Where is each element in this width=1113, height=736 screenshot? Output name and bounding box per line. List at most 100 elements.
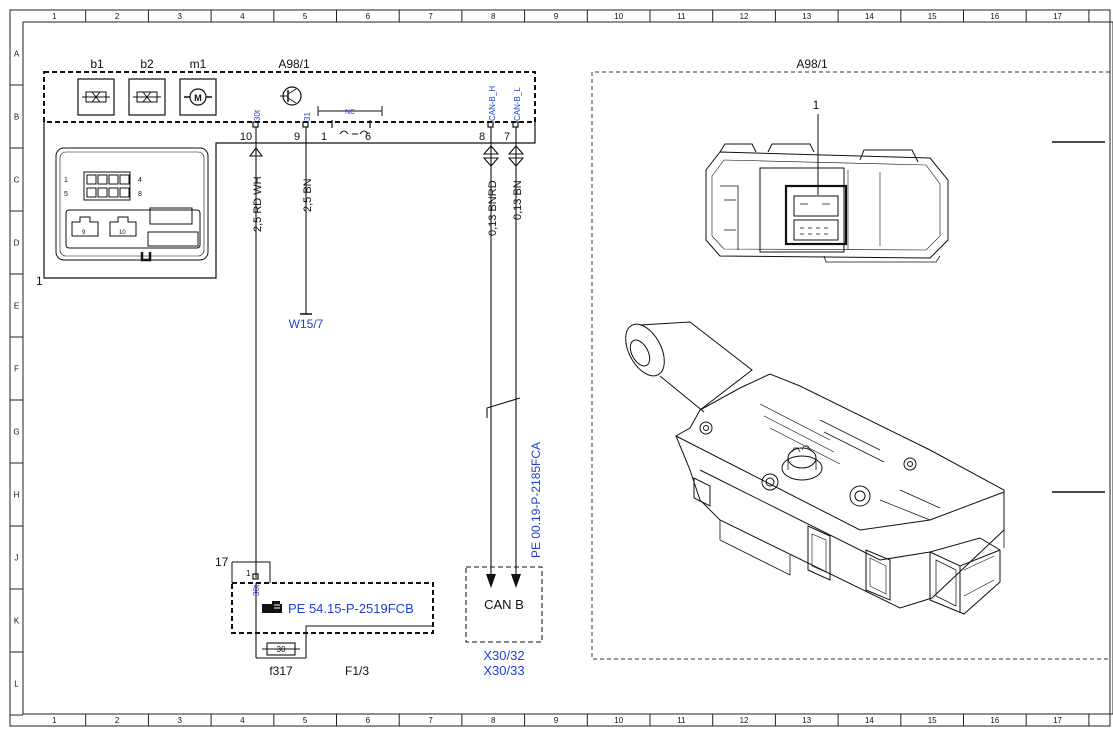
grid-column-label: 8 (491, 716, 496, 725)
grid-row-label: J (15, 554, 19, 563)
fuse-document-reference-link[interactable]: PE 54.15-P-2519FCB (288, 601, 414, 616)
switch-b2-icon (128, 78, 166, 116)
fuse-box-number: 17 (215, 555, 229, 569)
component-title-left: A98/1 (278, 57, 310, 71)
wire-label-can-bn: 0,13 BN (512, 180, 524, 220)
grid-column-label: 3 (178, 12, 183, 21)
wire-label-rdwh: 2,5 RD WH (252, 176, 264, 232)
grid-column-label: 10 (614, 716, 623, 725)
grid-column-label: 6 (366, 716, 371, 725)
grid-column-label: 2 (115, 12, 120, 21)
grid-column-label: 9 (554, 12, 559, 21)
pin-9-signal: 31 (303, 112, 312, 121)
grid-row-label: D (14, 239, 20, 248)
component-reference-number: 1 (36, 274, 43, 288)
fuse-block-name: F1/3 (345, 664, 369, 678)
grid-column-label: 14 (865, 12, 874, 21)
conn-pin-label-1: 1 (64, 177, 68, 184)
grid-column-label: 13 (802, 716, 811, 725)
can-connector-x30-32-link[interactable]: X30/32 (483, 648, 524, 663)
pin-6-number: 6 (365, 131, 371, 143)
grid-column-label: 8 (491, 12, 496, 21)
grid-column-label: 11 (677, 716, 686, 725)
pin-10-signal: 30t (253, 109, 262, 121)
grid-column-label: 5 (303, 12, 308, 21)
grid-row-label: E (14, 302, 19, 311)
pin-10-number: 10 (240, 131, 252, 143)
grid-column-label: 9 (554, 716, 559, 725)
pin-8-signal: CAN-B_H (488, 86, 497, 121)
ground-reference-link[interactable]: W15/7 (289, 317, 324, 331)
transistor-icon (280, 86, 302, 106)
grid-column-label: 5 (303, 716, 308, 725)
fuse-pin-marker (252, 573, 259, 580)
fuse-internal-line (305, 625, 432, 633)
illustration-callout-number: 1 (813, 98, 820, 112)
grid-row-label: F (14, 365, 19, 374)
frame-inner (22, 21, 1113, 715)
fuse-name: f317 (269, 664, 293, 678)
grid-column-label: 10 (614, 12, 623, 21)
conn-pin-label-4: 4 (138, 177, 142, 184)
grid-column-label: 1 (52, 716, 57, 725)
component-outline-solid (43, 122, 536, 279)
component-housing-dashed (43, 71, 536, 123)
pin-9-number: 9 (294, 131, 300, 143)
grid-column-label: 17 (1053, 12, 1062, 21)
grid-row-label: C (14, 176, 20, 185)
grid-column-label: 16 (990, 716, 999, 725)
pointing-hand-icon (262, 601, 282, 613)
can-b-box (465, 566, 543, 643)
grid-row-label: L (14, 680, 19, 689)
grid-column-label: 7 (428, 12, 433, 21)
conn-pin-label-10: 10 (119, 230, 126, 236)
grid-column-label: 3 (178, 716, 183, 725)
can-h-arrow-icon (486, 574, 496, 588)
can-l-arrow-icon (511, 574, 521, 588)
conn-pin-label-8: 8 (138, 191, 142, 198)
pin-7-number: 7 (504, 131, 510, 143)
sub-label-b2: b2 (140, 57, 154, 71)
fuse-icon (255, 583, 307, 659)
svg-text:M: M (194, 93, 202, 103)
grid-column-label: 17 (1053, 716, 1062, 725)
pin-7-signal: CAN-B_L (513, 87, 522, 121)
grid-column-label: 16 (990, 12, 999, 21)
wires (248, 127, 525, 580)
grid-column-label: 4 (240, 12, 245, 21)
grid-column-labels: 1122334455667788991010111112121313141415… (52, 10, 1090, 726)
switch-b1-icon (77, 78, 115, 116)
grid-column-label: 12 (740, 12, 749, 21)
grid-column-label: 15 (928, 716, 937, 725)
grid-row-label: B (14, 113, 19, 122)
sub-label-m1: m1 (190, 57, 207, 71)
actuator-top-view-drawing (705, 143, 949, 263)
grid-row-label: H (14, 491, 20, 500)
grid-row-label: G (13, 428, 19, 437)
can-document-reference-link[interactable]: PE 00.19-P-2185FCA (529, 442, 543, 558)
grid-column-label: 1 (52, 12, 57, 21)
pin-1-number: 1 (321, 131, 327, 143)
actuator-perspective-view-drawing (625, 321, 1005, 615)
motor-m1-icon: M (179, 78, 217, 116)
grid-column-label: 14 (865, 716, 874, 725)
fuse-box-tab (231, 561, 271, 583)
grid-column-label: 13 (802, 12, 811, 21)
grid-row-label: K (14, 617, 20, 626)
grid-column-label: 15 (928, 12, 937, 21)
component-illustration-frame (591, 71, 1110, 660)
connector-face-drawing (55, 147, 209, 262)
nc-contact-icon (317, 106, 383, 116)
wire-label-bn: 2,5 BN (302, 178, 314, 212)
grid-column-label: 4 (240, 716, 245, 725)
fuse-pin-number: 1 (246, 569, 251, 578)
nc-label: NC (345, 109, 355, 116)
fuse-value: 30 (277, 645, 286, 654)
conn-pin-label-5: 5 (64, 191, 68, 198)
grid-column-label: 6 (366, 12, 371, 21)
can-connector-x30-33-link[interactable]: X30/33 (483, 663, 524, 678)
grid-column-label: 11 (677, 12, 686, 21)
frame-outer (9, 9, 1111, 727)
can-b-label: CAN B (484, 597, 524, 612)
